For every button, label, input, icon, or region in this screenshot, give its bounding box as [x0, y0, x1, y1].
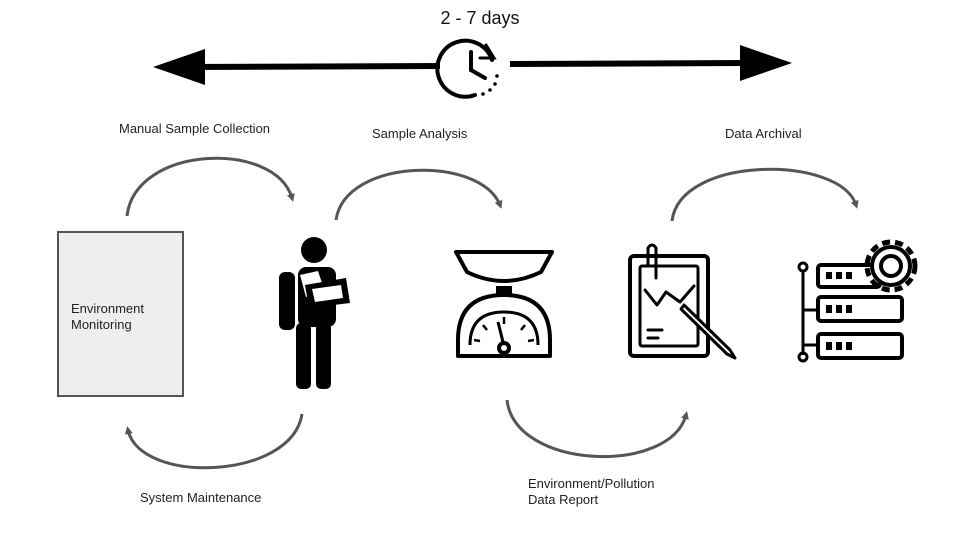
step-label-report: Environment/Pollution Data Report: [528, 476, 655, 507]
clipboard-report-icon: [628, 243, 737, 360]
environment-monitoring-label: Environment Monitoring: [71, 301, 144, 332]
clock-icon: [435, 38, 499, 99]
duration-label: 2 - 7 days: [440, 8, 520, 28]
environment-monitoring-box: Environment Monitoring: [57, 231, 184, 397]
arrow-data-archival: [670, 167, 859, 222]
scale-icon: [454, 250, 554, 358]
server-gear-icon: [797, 239, 918, 363]
person-icon: [279, 237, 350, 389]
arrow-manual-collection: [125, 156, 295, 217]
step-label-manual-collection: Manual Sample Collection: [119, 121, 271, 136]
arrow-sample-analysis: [334, 168, 503, 221]
step-label-sample-analysis: Sample Analysis: [372, 126, 468, 141]
timeline-arrow: [153, 45, 792, 85]
arrow-report: [505, 399, 689, 459]
arrow-system-maintenance: [124, 413, 304, 470]
step-label-data-archival: Data Archival: [725, 126, 802, 141]
step-label-system-maintenance: System Maintenance: [140, 490, 262, 505]
